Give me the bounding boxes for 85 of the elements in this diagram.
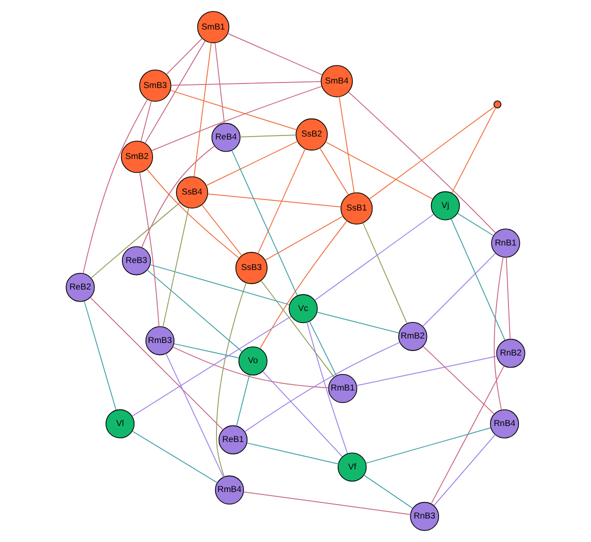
connector — [319, 148, 349, 196]
node-circle: RnB3 — [410, 502, 440, 531]
node-circle: Vl — [106, 409, 135, 438]
connector — [368, 106, 495, 200]
connector — [325, 142, 434, 200]
connector — [314, 214, 434, 301]
connector — [348, 92, 496, 234]
connector — [162, 208, 190, 328]
connector — [240, 134, 296, 138]
connector — [82, 98, 148, 274]
connector — [246, 442, 339, 464]
connector — [506, 256, 511, 340]
node-circle: SmB2 — [120, 140, 154, 173]
node-circle: RnB2 — [496, 338, 526, 368]
node-circle: RnB1 — [491, 228, 520, 258]
connector — [90, 296, 224, 430]
connector — [166, 38, 202, 75]
connector — [457, 212, 494, 236]
connector — [309, 321, 337, 376]
node-circle: Vf — [338, 452, 367, 482]
node-circle — [494, 100, 502, 108]
connector — [365, 427, 492, 464]
connector — [146, 270, 243, 352]
connector — [194, 42, 212, 177]
node-circle: Vj — [430, 191, 460, 220]
connector — [227, 33, 322, 76]
connector — [201, 204, 242, 256]
connector — [422, 346, 495, 414]
connector — [262, 371, 343, 457]
connector — [434, 434, 496, 506]
node-circle: SsB2 — [296, 118, 328, 151]
node-circle: Vo — [238, 346, 268, 376]
node-circle: SmB4 — [320, 65, 353, 98]
connector — [451, 107, 496, 194]
connector — [258, 148, 306, 254]
connector — [84, 300, 116, 410]
connector — [140, 100, 152, 142]
connector — [150, 264, 290, 306]
node-circle: RmB1 — [328, 374, 358, 403]
connector — [264, 216, 344, 261]
connector — [363, 474, 414, 509]
connector — [316, 312, 400, 334]
connector — [207, 194, 342, 208]
connector — [231, 150, 298, 296]
connector — [430, 365, 505, 504]
connector — [132, 430, 218, 484]
connector — [356, 356, 498, 386]
connector — [173, 343, 240, 358]
connector — [146, 168, 240, 258]
connector — [144, 40, 206, 144]
node-circle: ReB4 — [211, 122, 240, 152]
node-circle: RmB3 — [145, 326, 174, 356]
connector — [494, 256, 504, 410]
node-circle: RmB4 — [214, 476, 244, 505]
node-circle: ReB1 — [218, 425, 248, 454]
connector — [132, 316, 292, 417]
node-circle: RmB2 — [398, 322, 428, 351]
connector — [170, 90, 298, 130]
node-circle: SsB3 — [235, 252, 268, 284]
connector — [139, 172, 160, 327]
connector — [338, 96, 355, 194]
node-circle: SmB3 — [139, 70, 172, 102]
node-circle: ReB3 — [122, 246, 151, 276]
connector — [362, 222, 408, 324]
connector — [260, 220, 348, 349]
connector — [170, 81, 322, 86]
connector — [422, 253, 496, 327]
node-circle: RnB4 — [490, 409, 519, 438]
connector — [214, 42, 225, 124]
connector — [90, 202, 180, 278]
connector — [260, 280, 334, 378]
connector — [450, 218, 506, 341]
node-circle: SsB1 — [340, 192, 373, 224]
node-circle: Vc — [288, 294, 318, 324]
connector — [206, 140, 298, 186]
connector — [306, 322, 348, 454]
connector — [244, 342, 400, 432]
connector — [166, 353, 224, 478]
connector — [141, 145, 215, 248]
connector — [172, 346, 329, 388]
connector — [236, 374, 250, 426]
connector — [243, 492, 411, 515]
node-circle: SmB1 — [197, 11, 230, 44]
node-circle: SsB4 — [176, 176, 208, 208]
node-circle: ReB2 — [66, 272, 95, 302]
